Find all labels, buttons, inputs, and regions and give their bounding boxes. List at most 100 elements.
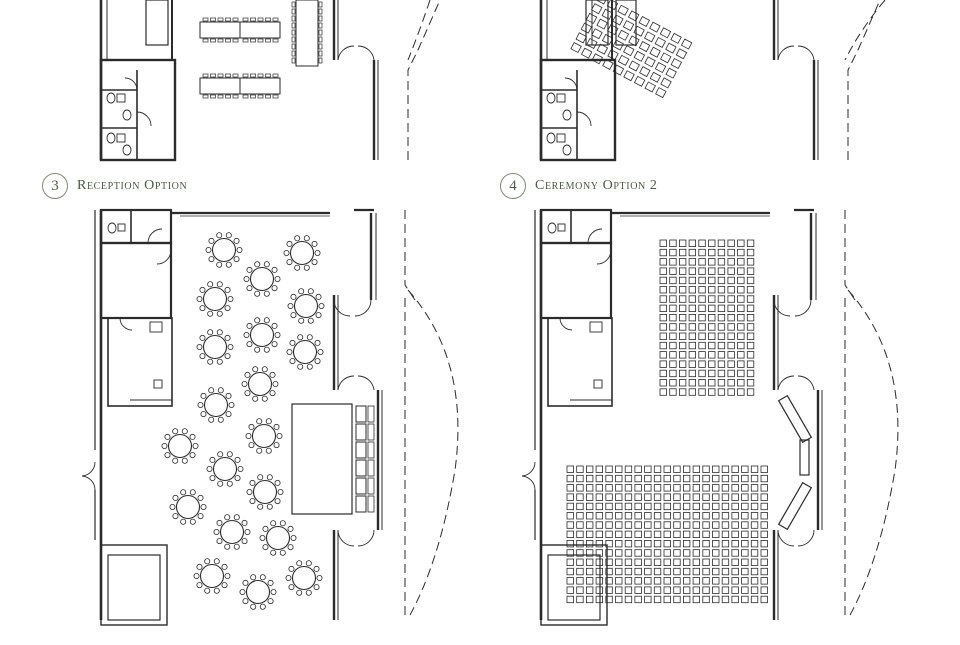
- dashed-arc: [407, 0, 431, 61]
- chair: [633, 50, 646, 62]
- chair: [712, 595, 720, 604]
- door-swing: [777, 45, 795, 61]
- toilet-icon: [122, 109, 132, 121]
- round-table: [205, 232, 243, 268]
- chair: [702, 549, 710, 557]
- chair: [683, 484, 691, 492]
- chair: [717, 388, 726, 396]
- chair: [688, 388, 696, 396]
- chair: [250, 574, 257, 581]
- chair: [566, 521, 574, 529]
- chair: [250, 38, 256, 43]
- dance-floor: [291, 403, 353, 515]
- chair: [663, 465, 671, 473]
- chair: [628, 60, 640, 72]
- chair: [721, 567, 730, 576]
- chair: [274, 498, 281, 505]
- chair: [224, 286, 231, 293]
- round-table: [243, 317, 281, 353]
- chair: [750, 474, 759, 483]
- chair: [659, 258, 667, 266]
- chair: [624, 502, 633, 511]
- chair: [663, 577, 671, 585]
- chair: [737, 313, 745, 322]
- chair: [199, 286, 206, 293]
- chair: [221, 582, 228, 589]
- chair: [737, 360, 745, 368]
- chair: [612, 64, 625, 76]
- chair: [615, 530, 623, 538]
- chair: [595, 493, 603, 501]
- chair: [306, 363, 313, 370]
- chair: [259, 535, 266, 542]
- chair: [273, 423, 280, 430]
- chair: [205, 246, 212, 253]
- chair: [290, 535, 297, 542]
- chair: [750, 530, 759, 538]
- chair: [717, 351, 726, 359]
- chair: [586, 530, 594, 538]
- chair: [303, 235, 310, 242]
- chair: [586, 577, 594, 585]
- chair: [210, 17, 216, 22]
- chair: [615, 521, 623, 529]
- chair: [164, 433, 171, 440]
- chair: [605, 595, 613, 604]
- door-swing: [587, 228, 603, 244]
- chair: [224, 543, 231, 550]
- restroom-block: [539, 58, 617, 162]
- chair: [307, 317, 314, 324]
- chair: [669, 379, 677, 387]
- chair: [270, 549, 277, 556]
- chair: [296, 589, 303, 596]
- round-table: [283, 235, 321, 271]
- chair: [249, 479, 256, 486]
- chair: [196, 563, 203, 570]
- chair: [244, 529, 251, 536]
- chair: [698, 360, 706, 368]
- chair: [595, 540, 603, 548]
- chair: [291, 8, 296, 15]
- chair: [595, 502, 603, 511]
- chair: [605, 493, 613, 501]
- chair: [727, 304, 735, 313]
- chair: [746, 369, 755, 378]
- toilet-icon: [562, 144, 572, 156]
- chair: [673, 586, 681, 594]
- door-swing: [521, 475, 536, 491]
- chair: [250, 603, 257, 610]
- kitchen-outline: [547, 317, 613, 407]
- table-top: [247, 371, 273, 397]
- chair: [225, 261, 232, 268]
- chair: [750, 595, 759, 604]
- chair: [226, 480, 233, 487]
- toilet-icon: [547, 222, 557, 234]
- chair: [644, 540, 652, 548]
- chair: [708, 351, 716, 359]
- chair: [615, 474, 623, 483]
- chair: [760, 558, 768, 566]
- chair: [595, 595, 603, 604]
- chair: [617, 29, 630, 41]
- chair: [702, 530, 710, 538]
- chair: [669, 248, 677, 257]
- chair: [314, 358, 321, 365]
- chair: [659, 379, 667, 387]
- chair: [760, 493, 768, 501]
- chair: [232, 17, 239, 22]
- chair: [727, 351, 735, 359]
- door-swing: [559, 317, 573, 331]
- door-swing: [576, 111, 592, 127]
- chair: [634, 586, 642, 594]
- chair: [741, 512, 749, 520]
- chair: [717, 258, 726, 266]
- chair: [673, 595, 681, 604]
- chair: [272, 73, 279, 78]
- chair: [271, 322, 278, 329]
- chair: [688, 360, 696, 368]
- chair: [721, 484, 730, 492]
- door-swing: [564, 77, 578, 91]
- chair: [692, 530, 700, 538]
- chair: [263, 261, 270, 268]
- chair: [760, 586, 768, 594]
